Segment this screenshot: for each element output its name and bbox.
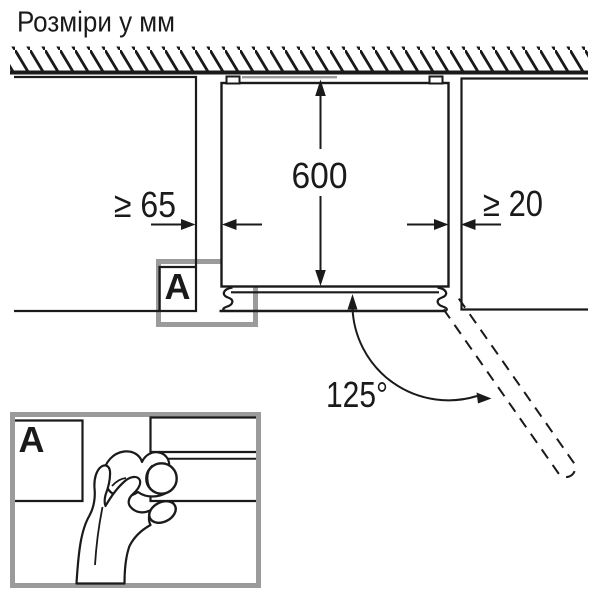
left-clearance-arrows: [151, 219, 262, 230]
finger-on-knob: [146, 464, 155, 493]
depth-arrow-down: [315, 270, 326, 286]
door-break-right: [436, 286, 448, 313]
inset-detail-label: A: [19, 419, 45, 460]
detail-marker-box: [158, 265, 196, 311]
door-break-left: [222, 286, 234, 313]
inset-detail-box: A: [10, 412, 261, 588]
depth-arrow-up: [315, 79, 326, 96]
ceiling-hatch: [10, 46, 588, 72]
right-clearance-arrows: [407, 219, 501, 230]
rear-spacer-right: [428, 75, 444, 85]
door-angle-label: 125°: [326, 374, 388, 415]
right-wall-outline: [460, 77, 588, 311]
appliance-door: [219, 286, 448, 313]
page-title: Розміри у мм: [17, 7, 175, 39]
rear-spacer-left: [225, 75, 241, 85]
adjustment-knob: [145, 462, 178, 495]
left-clearance-label: ≥ 65: [114, 184, 176, 225]
depth-dimension-label: 600: [292, 155, 348, 196]
door-swing-arc: [347, 294, 492, 404]
appliance-body: [220, 81, 450, 288]
right-clearance-label: ≥ 20: [483, 183, 543, 224]
open-door-dashed: [442, 298, 577, 479]
thumb-tip: [148, 499, 177, 525]
inset-marker-box: [15, 419, 84, 503]
depth-dimension: [315, 79, 326, 286]
left-wall-outline: [14, 75, 198, 313]
detail-marker-label: A: [165, 266, 191, 307]
hand-crease-lines: [94, 477, 127, 566]
